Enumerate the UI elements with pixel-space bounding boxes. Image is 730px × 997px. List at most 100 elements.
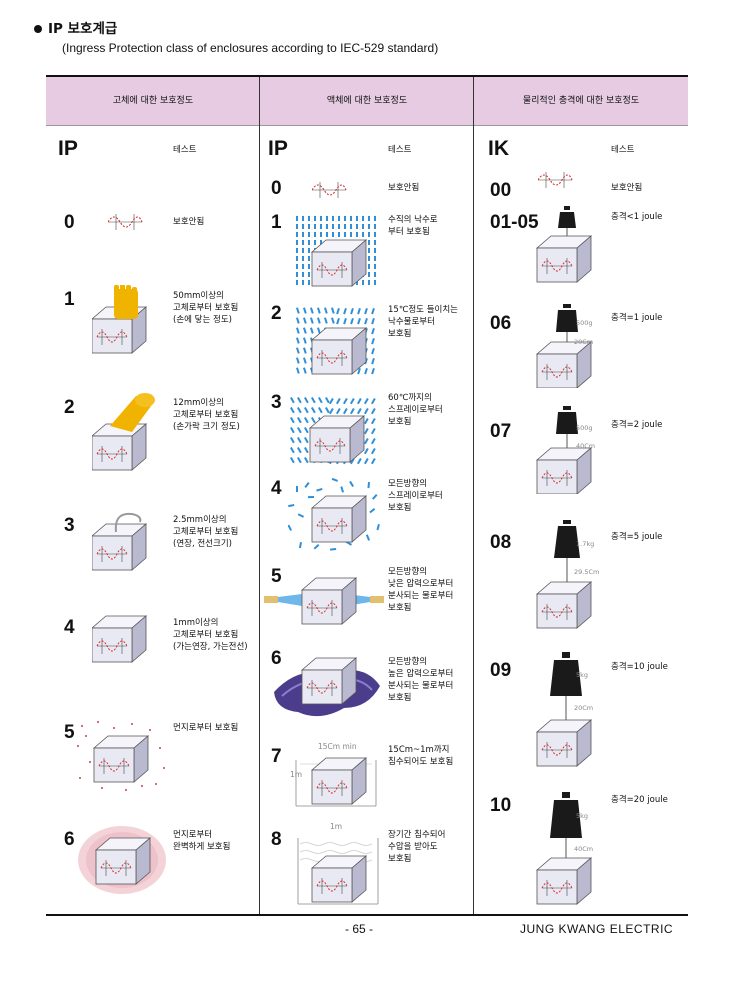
solid-level-2: 2: [64, 397, 75, 418]
page-subtitle: (Ingress Protection class of enclosures …: [62, 41, 439, 55]
liquid-level-3: 3: [271, 392, 282, 413]
column-divider: [473, 77, 474, 915]
liquid-level-6: 6: [271, 648, 282, 669]
table-top-rule: [46, 75, 688, 77]
solid-desc-2: 12mm이상의 고체로부터 보호됨 (손가락 크기 정도): [173, 398, 240, 432]
finger-cube-icon: [92, 393, 155, 471]
liquid-level-4: 4: [271, 478, 282, 499]
drop-height-label: 40Cm: [574, 845, 594, 853]
liquid-desc-3: 60℃까지의 스프레이로부터 보호됨: [388, 393, 443, 427]
column-divider: [259, 77, 260, 915]
liquid-desc-7: 15Cm~1m까지 침수되어도 보호됨: [388, 745, 454, 767]
solid-level-6: 6: [64, 829, 75, 850]
solid-level-3: 3: [64, 515, 75, 536]
weight-label: 500g: [576, 424, 593, 432]
immersion-depth-label: 1m: [290, 770, 303, 779]
no-protection-icon: [538, 171, 573, 189]
impact-test-icon: [536, 652, 592, 767]
liquid-desc-6: 모든방향의 높은 압력으로부터 분사되는 물로부터 보호됨: [388, 657, 454, 703]
drop-height-label: 20Cm: [574, 338, 594, 346]
impact-level-06: 06: [490, 313, 512, 334]
page-title: IP 보호계급: [34, 17, 117, 37]
table-bottom-rule: [46, 914, 688, 916]
hand-cube-icon: [92, 285, 147, 354]
water-jet-icon: [264, 577, 384, 625]
liquid-desc-4: 모든방향의 스프레이로부터 보호됨: [388, 479, 443, 513]
liquid-desc-0: 보호안됨: [388, 183, 420, 193]
liquid-desc-2: 15℃정도 들이치는 낙수물로부터 보호됨: [388, 305, 458, 339]
bullet-icon: [34, 25, 42, 33]
impact-test-icon: [536, 304, 592, 388]
impact-level-09: 09: [490, 660, 512, 681]
impact-desc-6: 충격=20 joule: [611, 795, 668, 805]
dusttight-cube-icon: [78, 826, 166, 894]
liquid-level-5: 5: [271, 566, 282, 587]
impact-desc-4: 충격=5 joule: [611, 532, 663, 542]
liquid-level-8: 8: [271, 829, 282, 850]
solid-desc-1: 50mm이상의 고체로부터 보호됨 (손에 닿는 정도): [173, 291, 239, 325]
weight-label: 5kg: [576, 671, 589, 679]
solid-desc-4: 1mm이상의 고체로부터 보호됨 (가는연장, 가는전선): [173, 618, 248, 652]
solid-desc-3: 2.5mm이상의 고체로부터 보호됨 (연장, 전선크기): [173, 515, 239, 549]
immersion-icon: [295, 757, 377, 807]
tilted-drip-icon: [296, 307, 375, 375]
test-label-solid: 테스트: [173, 145, 197, 155]
liquid-desc-8: 장기간 침수되어 수압을 받아도 보호됨: [388, 830, 446, 864]
weight-label: 1.7kg: [576, 540, 595, 548]
liquid-desc-5: 모든방향의 낮은 압력으로부터 분사되는 물로부터 보호됨: [388, 567, 454, 613]
impact-test-icon: [536, 206, 592, 283]
weight-label: 500g: [576, 319, 593, 327]
impact-test-icon: [536, 792, 592, 905]
test-label-impact: 테스트: [611, 145, 635, 155]
solid-desc-0: 보호안됨: [173, 217, 205, 227]
impact-desc-2: 충격=1 joule: [611, 313, 663, 323]
impact-desc-1: 충격<1 joule: [611, 212, 663, 222]
solid-level-1: 1: [64, 289, 75, 310]
submersion-icon: [297, 838, 379, 905]
header-liquid: 액체에 대한 보호정도: [326, 96, 408, 106]
power-jet-icon: [274, 657, 380, 717]
impact-test-icon: [536, 406, 592, 494]
impact-level-00: 00: [490, 180, 512, 201]
dust-cube-icon: [77, 721, 165, 791]
submersion-label: 1m: [330, 822, 343, 831]
vertical-drip-icon: [296, 216, 376, 287]
solid-desc-6: 먼지로부터 완벽하게 보호됨: [173, 830, 231, 852]
splash-icon: [288, 478, 380, 551]
solid-level-5: 5: [64, 722, 75, 743]
drop-height-label: 29.5Cm: [574, 568, 600, 576]
impact-desc-0: 보호안됨: [611, 183, 643, 193]
col-code-solid: IP: [58, 137, 78, 160]
impact-level-07: 07: [490, 421, 512, 442]
impact-level-01-05: 01-05: [490, 212, 539, 233]
impact-level-10: 10: [490, 795, 512, 816]
drop-height-label: 40Cm: [576, 442, 596, 450]
col-code-impact: IK: [488, 137, 509, 160]
liquid-level-1: 1: [271, 212, 282, 233]
header-impact: 물리적인 충격에 대한 보호정도: [522, 96, 640, 106]
solid-level-0: 0: [64, 212, 75, 233]
col-code-liquid: IP: [268, 137, 288, 160]
wire-cube-icon: [92, 615, 147, 663]
immersion-min-label: 15Cm min: [318, 742, 357, 751]
page-number: - 65 -: [345, 922, 374, 936]
liquid-level-7: 7: [271, 746, 282, 767]
impact-test-icon: [536, 520, 592, 629]
no-protection-icon: [312, 181, 347, 199]
tool-cube-icon: [92, 512, 147, 571]
table-header: 고체에 대한 보호정도 액체에 대한 보호정도 물리적인 충격에 대한 보호정도: [46, 77, 688, 126]
impact-desc-3: 충격=2 joule: [611, 420, 663, 430]
solid-desc-5: 먼지로부터 보호됨: [173, 723, 239, 733]
header-solid: 고체에 대한 보호정도: [112, 96, 194, 106]
no-protection-icon: [108, 213, 143, 231]
solid-level-4: 4: [64, 617, 75, 638]
liquid-level-0: 0: [271, 178, 282, 199]
spray-icon: [290, 397, 376, 465]
drop-height-label: 20Cm: [574, 704, 594, 712]
impact-desc-5: 충격=10 joule: [611, 662, 668, 672]
company-name: JUNG KWANG ELECTRIC: [520, 922, 674, 936]
liquid-desc-1: 수직의 낙수로 부터 보호됨: [388, 215, 438, 237]
impact-level-08: 08: [490, 532, 512, 553]
liquid-level-2: 2: [271, 303, 282, 324]
test-label-liquid: 테스트: [388, 145, 412, 155]
